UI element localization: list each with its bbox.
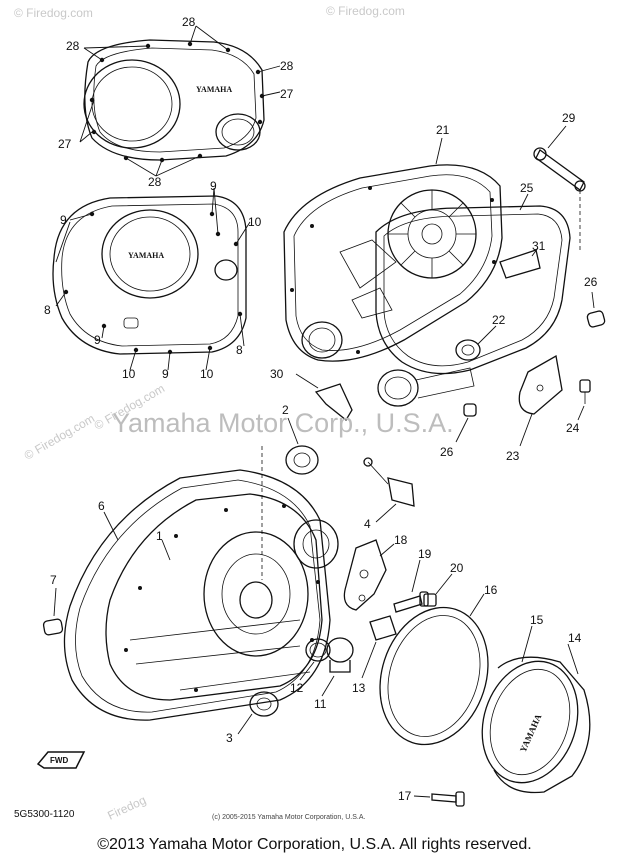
cover-plate-23 [518,354,563,447]
callout-11: 11 [314,697,327,711]
callout-28b: 28 [66,39,80,53]
oil-seal-3 [237,691,279,735]
callout-15: 15 [530,613,544,627]
shift-lever-link [533,125,586,252]
callout-23: 23 [506,449,520,463]
callout-2: 2 [282,403,289,417]
clip-13 [361,615,397,679]
o-ring-12 [299,638,331,681]
dowel-pin-lower [455,403,477,443]
drawing-code: 5G5300-1120 [14,809,75,820]
callout-31: 31 [532,239,546,253]
callout-13: 13 [352,681,366,695]
callout-20: 20 [450,561,464,575]
generator-cover: YAMAHA [52,187,251,371]
callout-6: 6 [98,499,105,513]
bolt-19 [393,559,429,613]
watermark-top-left: © Firedog.com [14,6,93,20]
callout-10a: 10 [248,215,262,229]
callout-26b: 26 [440,445,454,459]
upper-cover-emblem: YAMAHA [196,85,232,94]
callout-16: 16 [484,583,498,597]
oil-seal-22 [455,325,497,361]
callout-7: 7 [50,573,57,587]
callout-19: 19 [418,547,432,561]
bearing-2 [261,417,319,580]
callout-1: 1 [156,529,163,543]
case-gasket [375,193,571,375]
watermark-center: Yamaha Motor Corp., U.S.A. [112,408,454,438]
bolt-20 [423,573,453,607]
callout-28c: 28 [280,59,294,73]
callout-30: 30 [270,367,284,381]
bolt-24 [577,379,591,421]
callout-12: 12 [290,681,304,695]
screw-17 [413,791,465,807]
callout-18: 18 [394,533,408,547]
callout-9b: 9 [60,213,67,227]
crankcase-cover [105,493,339,701]
callout-4: 4 [364,517,371,531]
bracket-30 [295,373,353,421]
callout-3: 3 [226,731,233,745]
callout-25: 25 [520,181,534,195]
small-credit: (c) 2005-2015 Yamaha Motor Corporation, … [212,814,366,821]
callout-17: 17 [398,789,412,803]
callout-9a: 9 [210,179,217,193]
callout-24: 24 [566,421,580,435]
cover-plate-18 [343,539,395,611]
callout-28a: 28 [182,15,196,29]
point-cover-14-15: YAMAHA [481,625,591,794]
generator-cover-emblem: YAMAHA [128,251,164,260]
callout-28d: 28 [148,175,162,189]
callout-9c: 9 [94,333,101,347]
callout-9d: 9 [162,367,169,381]
neutral-switch-4 [363,457,415,523]
gear-housing-cover [377,367,475,407]
callout-8a: 8 [44,303,51,317]
crankcase-cover-gasket [63,469,331,721]
callout-8b: 8 [236,343,243,357]
callout-21: 21 [436,123,450,137]
callout-14: 14 [568,631,582,645]
plug-11 [321,637,354,697]
gasket-ring-16 [379,593,489,746]
dowel-pin-7 [42,587,64,636]
callout-29: 29 [562,111,576,125]
watermark-site-diagonal: Firedog [105,793,148,823]
forward-arrow-label: FWD [50,756,68,765]
copyright-footer: ©2013 Yamaha Motor Corporation, U.S.A. A… [97,836,532,853]
crankcase-half [283,137,503,362]
callout-27b: 27 [58,137,72,151]
callout-27a: 27 [280,87,294,101]
watermark-top-center: © Firedog.com [326,4,405,18]
callout-22: 22 [492,313,506,327]
callout-10b: 10 [122,367,136,381]
point-cover-emblem: YAMAHA [518,712,544,754]
callout-26a: 26 [584,275,598,289]
forward-arrow-icon: FWD [36,751,86,769]
dowel-pin-upper [586,291,606,328]
upper-side-cover: YAMAHA [79,25,281,177]
callout-10c: 10 [200,367,214,381]
callout-labels: 28 28 28 28 27 27 9 9 9 9 10 10 10 8 8 2… [44,15,598,803]
